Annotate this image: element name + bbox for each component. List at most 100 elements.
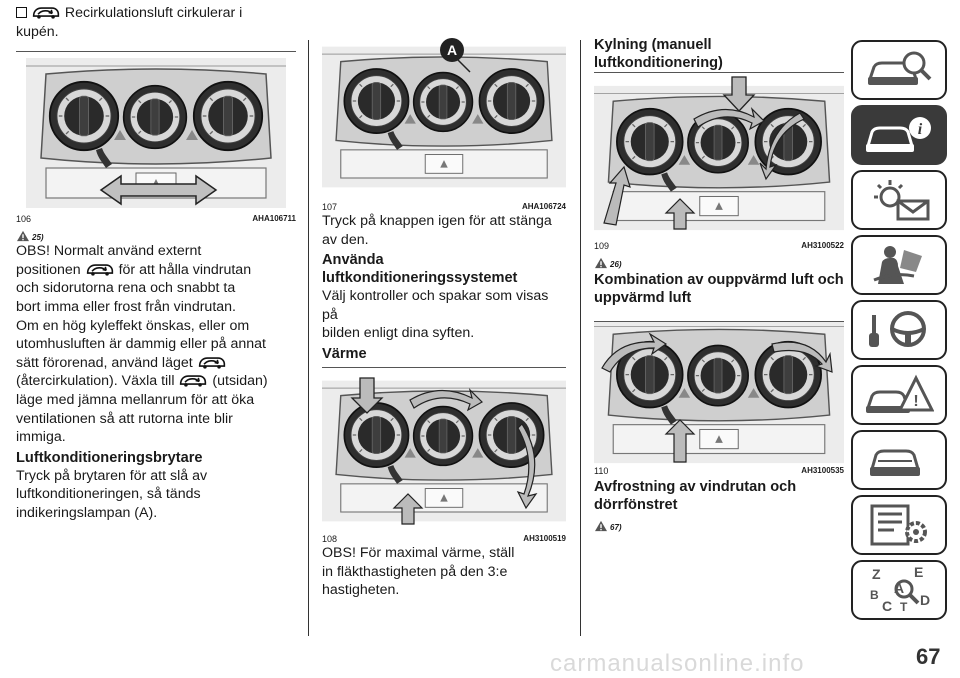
- svg-text:i: i: [918, 121, 923, 138]
- index-letter: A: [894, 580, 904, 596]
- section-heading: Värme: [322, 345, 367, 362]
- chapter-nav: i !: [851, 40, 947, 625]
- tab-airbag[interactable]: [851, 235, 947, 295]
- body-text: sätt förorenad, använd läget: [16, 354, 296, 373]
- airbag-person-icon: [873, 246, 922, 284]
- index-letter: C: [882, 598, 892, 614]
- watermark: carmanualsonline.info: [550, 650, 805, 677]
- rotate-arrow-icon: [693, 107, 765, 131]
- page-number: 67: [916, 644, 941, 669]
- body-text: Tryck på brytaren för att slå av: [16, 467, 208, 484]
- figure-number: 108: [322, 533, 338, 544]
- body-text: positionen för att hålla vindrutan: [16, 261, 252, 278]
- section-heading: Använda: [322, 252, 384, 269]
- warning-triangle-icon: [594, 257, 608, 269]
- tab-breakdown[interactable]: !: [851, 365, 947, 425]
- climate-panel-figure: [16, 52, 296, 212]
- steering-key-icon: [869, 311, 926, 347]
- section-heading: luftkonditioneringssystemet: [322, 270, 518, 287]
- warning-reference: 26): [594, 251, 844, 269]
- arrow-up-icon: [664, 198, 696, 230]
- section-heading: Avfrostning av vindrutan och: [594, 479, 797, 495]
- rotate-arrow-icon: [771, 341, 833, 373]
- outside-air-icon: [85, 262, 115, 277]
- warning-triangle-icon: [16, 230, 30, 242]
- tab-car-search[interactable]: [851, 40, 947, 100]
- tab-alphabet-index[interactable]: Z E A B C T D: [851, 560, 947, 620]
- arrow-up-icon: [392, 493, 424, 525]
- label-a-marker: [440, 38, 464, 62]
- label-a: A: [447, 42, 457, 58]
- body-text: kupén.: [16, 23, 59, 40]
- body-text: OBS! Normalt använd externt: [16, 243, 202, 260]
- index-letter: T: [900, 600, 908, 614]
- column-divider: [580, 40, 581, 636]
- outside-air-icon: [178, 373, 208, 388]
- light-mail-icon: [874, 180, 930, 221]
- car-service-icon: [870, 449, 920, 476]
- body-text: in fläkthastigheten på den 3:e: [322, 563, 508, 580]
- column-1: Recirkulationsluft cirkulerar i kupén. 1…: [16, 0, 296, 523]
- square-icon: [16, 7, 27, 18]
- arrow-down-icon: [722, 76, 756, 112]
- section-heading: Kombination av ouppvärmd luft och: [594, 272, 844, 288]
- section-heading: dörrfönstret: [594, 497, 678, 513]
- tab-car-service[interactable]: [851, 430, 947, 490]
- body-text: (återcirkulation). Växla till (utsidan): [16, 373, 268, 390]
- warning-reference: 67): [594, 514, 844, 532]
- climate-panel-figure: A: [322, 38, 566, 200]
- figure-code: AHA106711: [252, 214, 296, 224]
- car-info-icon: i: [866, 117, 931, 152]
- figure-code: AH3100519: [523, 533, 566, 543]
- index-letter: E: [914, 565, 923, 580]
- body-text: bilden enligt dina syften.: [322, 325, 475, 342]
- column-divider: [308, 40, 309, 636]
- figure-110: 110 AH3100535: [594, 321, 844, 476]
- body-text: bort imma eller frost från vindrutan.: [16, 298, 236, 315]
- arrow-down-icon: [350, 377, 384, 414]
- body-text: och sidorutorna rena och snabbt ta: [16, 280, 236, 297]
- section-heading: uppvärmd luft: [594, 290, 692, 306]
- climate-panel-figure: [594, 76, 844, 239]
- rotate-arrow-icon: [516, 423, 538, 510]
- column-3: Kylning (manuell luftkonditionering) 109…: [594, 0, 844, 532]
- rotate-arrow-icon: [409, 388, 483, 412]
- arrow-up-icon: [603, 165, 631, 226]
- body-text: immiga.: [16, 429, 66, 446]
- body-text: läge med jämna mellanrum för att öka: [16, 391, 255, 408]
- body-text: indikeringslampan (A).: [16, 504, 158, 521]
- section-heading: Kylning (manuell luftkonditionering): [594, 37, 723, 71]
- figure-109: 109 AH3100522: [594, 72, 844, 251]
- body-text: Välj kontroller och spakar som visas på: [322, 288, 549, 323]
- tab-car-info[interactable]: i: [851, 105, 947, 165]
- figure-code: AHA106724: [521, 202, 566, 211]
- recirc-line: Recirkulationsluft cirkulerar i: [16, 4, 296, 23]
- alphabet-index-icon: Z E A B C T D: [870, 565, 930, 614]
- body-text: Tryck på knappen igen för att stänga: [322, 213, 552, 229]
- tab-steering-key[interactable]: [851, 300, 947, 360]
- body-text: Om en hög kyleffekt önskas, eller om: [16, 317, 250, 334]
- index-letter: D: [920, 592, 930, 608]
- tab-settings-list[interactable]: [851, 495, 947, 555]
- body-text: utomhusluften är dammig eller på annat: [16, 336, 266, 353]
- climate-panel-figure: [322, 377, 566, 525]
- double-arrow-icon: [99, 174, 218, 206]
- warning-reference: 25): [16, 224, 296, 242]
- figure-number: 109: [594, 241, 610, 251]
- figure-107: A 107 AHA106724: [322, 32, 566, 212]
- svg-text:!: !: [913, 393, 918, 410]
- section-heading: Luftkonditioneringsbrytare: [16, 449, 203, 466]
- body-text: hastigheten.: [322, 582, 400, 599]
- warning-triangle-icon: [594, 520, 608, 532]
- climate-panel-figure: [594, 322, 844, 464]
- settings-list-icon: [870, 504, 927, 546]
- figure-number: 106: [16, 214, 32, 225]
- arrow-up-icon: [664, 419, 696, 463]
- figure-108: 108 AH3100519: [322, 366, 566, 544]
- tab-light-mail[interactable]: [851, 170, 947, 230]
- car-search-icon: [867, 51, 932, 85]
- column-2: A 107 AHA106724 Tryck på knappen igen fö…: [322, 0, 566, 600]
- figure-code: AH3100522: [801, 241, 844, 250]
- figure-number: 107: [322, 202, 338, 212]
- body-text: ventilationen så att rutorna inte blir: [16, 410, 233, 427]
